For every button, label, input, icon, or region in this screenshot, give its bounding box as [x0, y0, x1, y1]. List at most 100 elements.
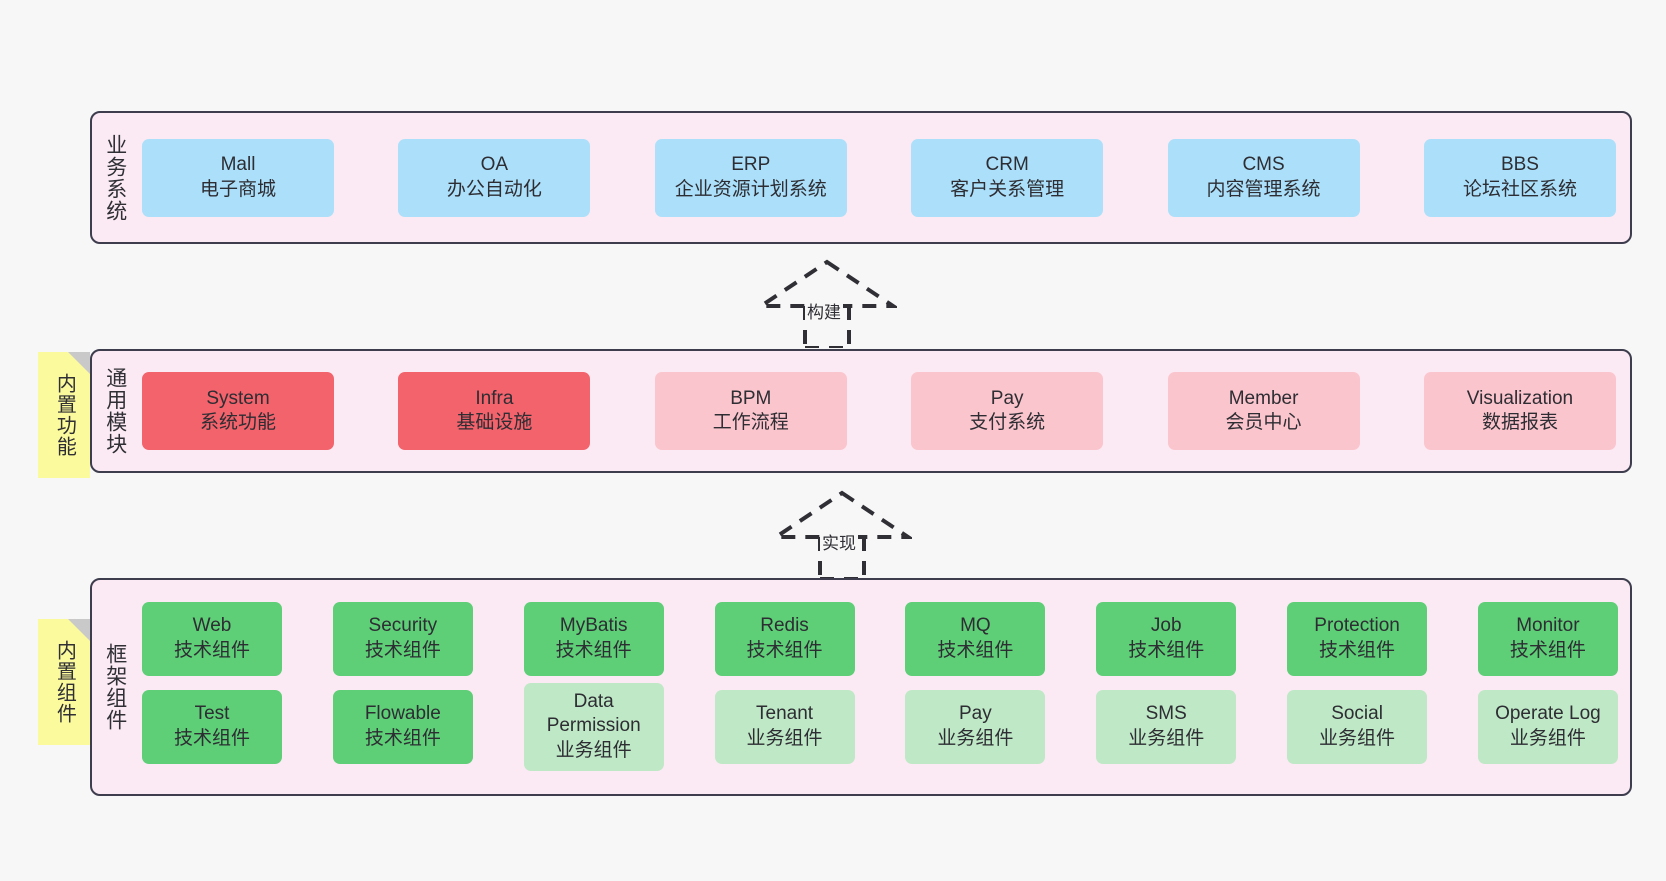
layer-label-common-modules: 通用模块	[103, 367, 127, 455]
framework-card-tenant[interactable]: Tenant 业务组件	[714, 689, 855, 764]
framework-card-mq[interactable]: MQ 技术组件	[905, 601, 1046, 676]
sticky-note-label: 内置组件	[53, 640, 76, 724]
card-title: CRM	[985, 154, 1029, 176]
card-subtitle: 业务组件	[1128, 727, 1205, 749]
card-title: Visualization	[1466, 387, 1574, 409]
card-title: Security	[368, 615, 438, 637]
business-card-erp[interactable]: ERP 企业资源计划系统	[654, 138, 847, 217]
connector-implement-label: 实现	[820, 529, 858, 554]
card-subtitle: 客户关系管理	[950, 178, 1065, 200]
card-subtitle: 内容管理系统	[1206, 178, 1321, 200]
card-subtitle: 支付系统	[969, 412, 1046, 433]
card-subtitle: 技术组件	[1319, 639, 1396, 661]
card-title: Web	[192, 615, 232, 637]
card-title: Redis	[760, 615, 809, 637]
framework-card-social[interactable]: Social 业务组件	[1287, 689, 1428, 764]
card-subtitle: 技术组件	[364, 639, 441, 661]
card-title: Mall	[220, 154, 256, 176]
card-subtitle: 办公自动化	[446, 178, 542, 200]
card-title: ERP	[731, 154, 771, 176]
framework-card-operate-log[interactable]: Operate Log 业务组件	[1477, 689, 1618, 764]
card-subtitle: 技术组件	[555, 639, 632, 661]
framework-row-business: Test 技术组件 Flowable 技术组件 Data Permission …	[142, 682, 1618, 771]
card-subtitle: 业务组件	[1509, 727, 1586, 749]
card-title: Monitor	[1516, 615, 1580, 637]
business-cards-row: Mall 电子商城 OA 办公自动化 ERP 企业资源计划系统 CRM 客户关系…	[138, 113, 1630, 242]
module-card-system[interactable]: System 系统功能	[142, 372, 334, 450]
card-title: Infra	[475, 387, 514, 409]
layer-business-systems: 业务系统 Mall 电子商城 OA 办公自动化 ERP 企业资源计划系统 CRM…	[90, 111, 1632, 244]
card-title: SMS	[1145, 703, 1187, 725]
connector-build: 构建	[757, 256, 897, 348]
framework-card-flowable[interactable]: Flowable 技术组件	[332, 689, 473, 764]
module-card-pay[interactable]: Pay 支付系统	[911, 372, 1104, 450]
card-subtitle: 系统功能	[199, 412, 276, 433]
card-subtitle: 基础设施	[456, 412, 533, 433]
sticky-note-label: 内置功能	[53, 373, 76, 457]
card-title: Protection	[1314, 615, 1400, 637]
business-card-cms[interactable]: CMS 内容管理系统	[1167, 138, 1360, 217]
module-cards-row: System 系统功能 Infra 基础设施 BPM 工作流程 Pay 支付系统…	[138, 351, 1630, 471]
sticky-note-builtin-features: 内置功能	[38, 352, 90, 478]
card-title: Flowable	[364, 703, 441, 725]
card-subtitle: 技术组件	[1128, 639, 1205, 661]
module-card-infra[interactable]: Infra 基础设施	[398, 372, 591, 450]
layer-framework-components: 框架组件 Web 技术组件 Security 技术组件 MyBatis 技术组件…	[90, 578, 1632, 796]
card-subtitle: 技术组件	[173, 727, 250, 749]
card-subtitle: 技术组件	[173, 639, 250, 661]
card-title: Pay	[959, 703, 992, 725]
card-subtitle: 业务组件	[1319, 727, 1396, 749]
card-subtitle: 技术组件	[364, 727, 441, 749]
connector-build-label: 构建	[805, 298, 843, 323]
framework-card-web[interactable]: Web 技术组件	[142, 601, 282, 676]
framework-card-pay[interactable]: Pay 业务组件	[905, 689, 1046, 764]
card-title: OA	[480, 154, 509, 176]
card-title: Test	[194, 703, 230, 725]
card-title: Social	[1331, 703, 1383, 725]
card-subtitle: 会员中心	[1225, 412, 1302, 433]
module-card-visualization[interactable]: Visualization 数据报表	[1423, 372, 1616, 450]
framework-card-sms[interactable]: SMS 业务组件	[1096, 689, 1237, 764]
card-subtitle: 企业资源计划系统	[674, 178, 827, 200]
card-title: MQ	[960, 615, 991, 637]
sticky-note-builtin-components: 内置组件	[38, 619, 90, 745]
card-subtitle: 业务组件	[555, 739, 632, 761]
card-title: Member	[1228, 387, 1299, 409]
module-card-member[interactable]: Member 会员中心	[1167, 372, 1360, 450]
framework-card-mybatis[interactable]: MyBatis 技术组件	[523, 601, 664, 676]
framework-card-test[interactable]: Test 技术组件	[142, 689, 282, 764]
card-title: BPM	[730, 387, 772, 409]
module-card-bpm[interactable]: BPM 工作流程	[654, 372, 847, 450]
card-title: Pay	[990, 387, 1024, 409]
business-card-oa[interactable]: OA 办公自动化	[398, 138, 591, 217]
framework-row-tech: Web 技术组件 Security 技术组件 MyBatis 技术组件 Redi…	[142, 601, 1618, 676]
card-title: Data Permission	[546, 691, 641, 737]
page-fold-icon	[68, 619, 90, 641]
card-title: BBS	[1500, 154, 1539, 176]
card-subtitle: 技术组件	[746, 639, 823, 661]
framework-card-security[interactable]: Security 技术组件	[332, 601, 473, 676]
framework-card-redis[interactable]: Redis 技术组件	[714, 601, 855, 676]
layer-common-modules: 通用模块 System 系统功能 Infra 基础设施 BPM 工作流程 Pay…	[90, 349, 1632, 473]
card-subtitle: 数据报表	[1481, 412, 1558, 433]
business-card-bbs[interactable]: BBS 论坛社区系统	[1423, 138, 1616, 217]
card-title: Operate Log	[1495, 703, 1601, 725]
connector-implement: 实现	[772, 487, 912, 579]
framework-rows: Web 技术组件 Security 技术组件 MyBatis 技术组件 Redi…	[138, 580, 1630, 794]
card-subtitle: 技术组件	[937, 639, 1014, 661]
framework-card-monitor[interactable]: Monitor 技术组件	[1477, 601, 1618, 676]
framework-card-job[interactable]: Job 技术组件	[1096, 601, 1237, 676]
card-subtitle: 工作流程	[712, 412, 789, 433]
business-card-mall[interactable]: Mall 电子商城	[142, 138, 334, 217]
card-title: CMS	[1242, 154, 1285, 176]
card-title: Job	[1150, 615, 1182, 637]
card-subtitle: 电子商城	[199, 178, 276, 200]
card-subtitle: 业务组件	[937, 727, 1014, 749]
card-title: System	[206, 387, 270, 409]
card-subtitle: 技术组件	[1509, 639, 1586, 661]
framework-card-data-permission[interactable]: Data Permission 业务组件	[523, 682, 664, 771]
card-subtitle: 业务组件	[746, 727, 823, 749]
business-card-crm[interactable]: CRM 客户关系管理	[911, 138, 1104, 217]
framework-card-protection[interactable]: Protection 技术组件	[1287, 601, 1428, 676]
